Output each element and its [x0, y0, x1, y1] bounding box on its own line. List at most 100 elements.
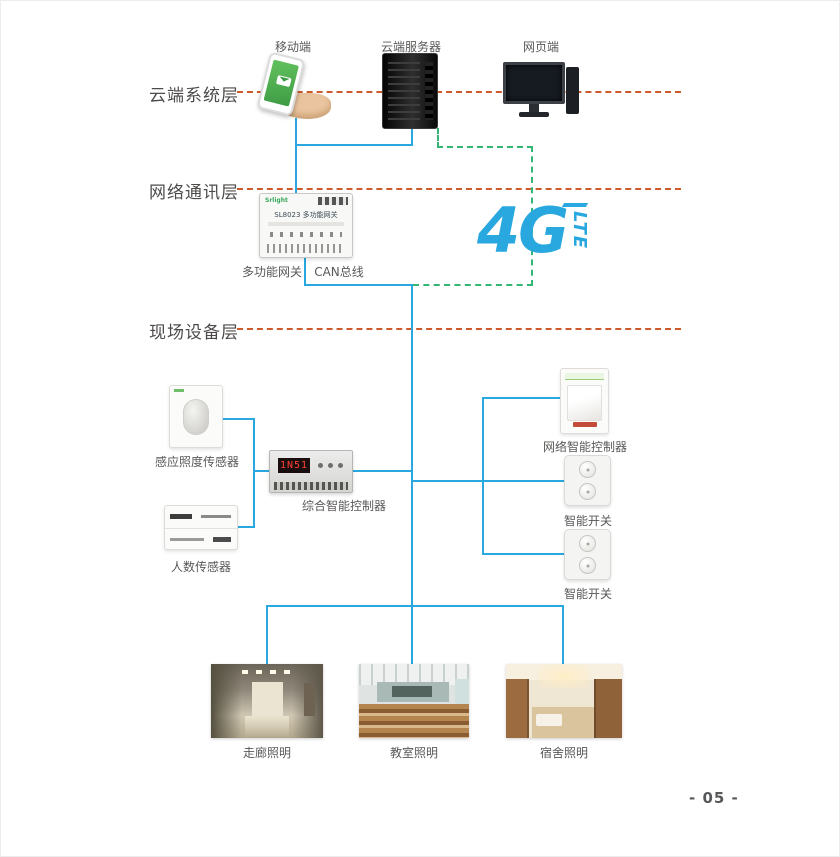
connector-main-trunk [411, 284, 413, 608]
classroom-window [454, 678, 469, 706]
switch-button [579, 483, 596, 500]
network-controller-strip [565, 373, 604, 380]
lte-bar [561, 203, 589, 207]
server-drive-slots [388, 62, 420, 120]
people-sensor-mark3 [170, 538, 204, 541]
connector-dorm-drop [562, 605, 564, 665]
4g-text: 4G [477, 194, 569, 267]
smart-switch-2-image [564, 529, 611, 580]
sensor-logo [174, 389, 184, 392]
network-controller-slot [573, 422, 597, 427]
classroom-ceiling [359, 664, 469, 685]
people-sensor-mark1 [170, 514, 192, 519]
connector-server-drop [411, 127, 413, 146]
smart-switch-2-label: 智能开关 [564, 587, 613, 601]
connector-netctrl-stub [482, 397, 560, 399]
cloud-layer-title: 云端系统层 [149, 86, 239, 106]
classroom-photo [359, 664, 469, 738]
controller-button [318, 463, 323, 468]
field-layer-title: 现场设备层 [149, 323, 239, 343]
cloud-server-image [382, 53, 438, 129]
connector-corridor-drop [266, 605, 268, 665]
mobile-label: 移动端 [274, 40, 311, 54]
classroom-label: 教室照明 [390, 746, 439, 760]
gateway-ports [318, 197, 348, 205]
4g-lte-logo: 4G LTE [477, 199, 595, 271]
people-sensor-divider [165, 528, 237, 529]
smart-switch-1-label: 智能开关 [564, 514, 613, 528]
connector-right-horizontal [411, 480, 565, 482]
chat-bubble-icon [275, 75, 292, 88]
smart-switch-1-image [564, 455, 611, 506]
integrated-controller-image: 1N51 [269, 450, 353, 493]
lte-text: LTE [569, 211, 590, 251]
dorm-label: 宿舍照明 [540, 746, 589, 760]
field-layer-divider [237, 328, 681, 330]
dorm-photo [506, 664, 622, 738]
connector-gateway-drop [304, 258, 306, 286]
controller-display: 1N51 [278, 458, 310, 473]
people-sensor-mark2 [201, 515, 231, 518]
green-link-4g-vertical [531, 146, 533, 286]
connector-right-vertical [482, 397, 484, 555]
can-bus-label: CAN总线 [314, 265, 364, 279]
sensor-dome [183, 398, 209, 435]
corridor-ceiling-lights [242, 669, 292, 675]
web-monitor-image [503, 62, 579, 120]
connector-phone-to-gateway [295, 118, 297, 194]
mobile-phone-image [251, 51, 335, 121]
gateway-terminals [267, 244, 345, 253]
connector-illuminance-stub [222, 418, 255, 420]
corridor-floor-glow [244, 715, 290, 738]
network-layer-divider [237, 188, 681, 190]
corridor-end-wall [252, 681, 283, 716]
green-link-server-drop [437, 128, 439, 148]
connector-left-vertical [253, 418, 255, 528]
network-controller-label: 网络智能控制器 [543, 440, 628, 454]
connector-people-stub [237, 526, 255, 528]
gateway-led-row [270, 232, 342, 237]
switch-button [579, 557, 596, 574]
network-controller-image [560, 368, 609, 434]
switch-button [579, 535, 596, 552]
corridor-door [303, 683, 316, 716]
connector-bottom-horizontal [266, 605, 564, 607]
connector-switch2-stub [482, 553, 565, 555]
gateway-brand-text: Srlight [265, 197, 288, 204]
classroom-board [392, 686, 432, 697]
people-sensor-image [164, 505, 238, 550]
gateway-label-bar [268, 222, 344, 226]
people-sensor-mark4 [213, 537, 231, 542]
connector-controller-trunk [353, 470, 411, 472]
gateway-model-text: SL8023 多功能网关 [274, 211, 338, 219]
gateway-device-image: Srlight SL8023 多功能网关 [259, 193, 353, 258]
connector-top-horizontal [295, 144, 413, 146]
dorm-left-wardrobe [506, 678, 530, 738]
illuminance-sensor-label: 感应照度传感器 [155, 455, 240, 469]
monitor-base [519, 112, 549, 117]
illuminance-sensor-image [169, 385, 223, 448]
desktop-tower [566, 67, 579, 114]
network-layer-title: 网络通讯层 [149, 183, 239, 203]
green-link-bottom [413, 284, 533, 286]
cloud-layer-divider [237, 91, 681, 93]
dorm-right-wardrobe [594, 678, 622, 738]
monitor-stand [529, 104, 539, 112]
server-vent-column [425, 62, 433, 120]
monitor-screen [503, 62, 565, 104]
people-sensor-label: 人数传感器 [171, 560, 232, 574]
web-label: 网页端 [522, 40, 559, 54]
green-link-top [437, 146, 533, 148]
gateway-label: 多功能网关 [241, 265, 302, 279]
switch-button [579, 461, 596, 478]
corridor-photo [211, 664, 323, 738]
page-number: - 05 - [689, 789, 739, 807]
classroom-desks [359, 703, 469, 738]
corridor-label: 走廊照明 [243, 746, 292, 760]
controller-button [328, 463, 333, 468]
connector-can-bus [304, 284, 413, 286]
corridor-left-wall [211, 664, 243, 738]
controller-button [338, 463, 343, 468]
connector-controller-left [253, 470, 269, 472]
